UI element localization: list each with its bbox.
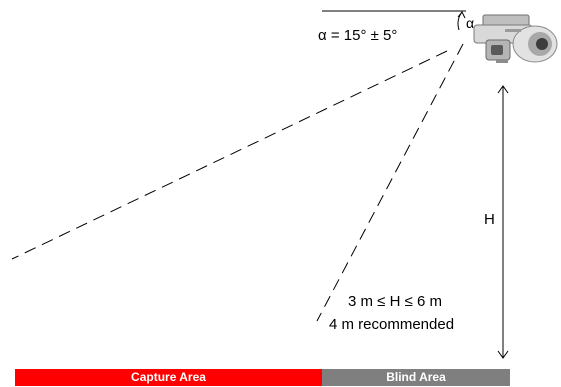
tilt-angle-arrowhead xyxy=(457,11,466,19)
lower-view-boundary xyxy=(316,43,464,322)
height-arrow-top xyxy=(497,85,509,94)
height-range-text: 3 m ≤ H ≤ 6 m xyxy=(348,293,442,310)
height-recommendation-text: 4 m recommended xyxy=(329,316,455,333)
height-symbol: H xyxy=(484,211,495,228)
capture-area-bar: Capture Area xyxy=(15,369,322,386)
tilt-angle-symbol: α xyxy=(466,15,475,31)
tilt-angle-formula: α = 15° ± 5° xyxy=(318,27,398,44)
camera-icon xyxy=(473,14,558,63)
height-arrow-bottom xyxy=(497,350,509,359)
upper-view-boundary xyxy=(11,50,448,260)
blind-area-bar: Blind Area xyxy=(322,369,510,386)
